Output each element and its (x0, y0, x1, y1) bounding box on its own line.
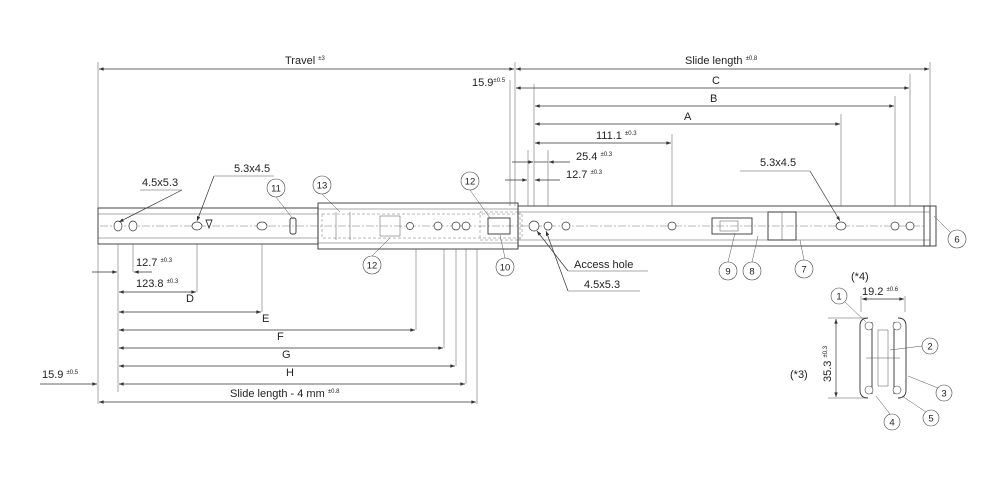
travel-label: Travel ±3 (285, 55, 326, 67)
callout-12-top (460, 171, 480, 191)
svg-text:13: 13 (317, 181, 328, 192)
dim-a: A (684, 111, 692, 123)
hole-53x45-right (835, 221, 847, 231)
callout-1 (830, 287, 848, 305)
callout-6 (947, 229, 967, 249)
callout-8 (742, 261, 762, 281)
callout-4 (883, 413, 901, 431)
callout-13 (312, 175, 332, 195)
dim-1111: 111.1 ±0.3 (596, 130, 637, 142)
note-3: (*3) (790, 369, 808, 381)
dim-f: F (277, 331, 284, 343)
svg-text:6: 6 (954, 235, 959, 246)
dim-c: C (712, 75, 720, 87)
dim-b: B (710, 93, 717, 105)
label-45x53-left: 4.5x5.3 (142, 177, 178, 189)
access-hole (528, 220, 540, 232)
svg-text:1: 1 (836, 292, 841, 303)
callout-2 (921, 337, 939, 355)
callout-3 (935, 384, 953, 402)
svg-text:10: 10 (500, 263, 511, 274)
label-access-hole: Access hole (574, 259, 633, 271)
dim-254: 25.4 ±0.3 (576, 151, 613, 163)
callout-9 (718, 261, 738, 281)
callout-7 (794, 259, 814, 279)
ball-bottom-left (864, 385, 874, 395)
hole-45x53-left (113, 220, 123, 232)
callout-5 (922, 409, 940, 427)
svg-text:5: 5 (928, 414, 933, 425)
offset-159-top: 15.9±0.5 (472, 77, 506, 89)
offset-159-bottom: 15.9 ±0.5 (42, 369, 79, 381)
latch-10 (487, 217, 511, 235)
cross-section: (*4) (*3) 19.2 ±0.6 35.3 ±0.3 1 2 3 (790, 271, 953, 431)
svg-text:3: 3 (941, 389, 946, 400)
svg-text:9: 9 (725, 267, 730, 278)
callout-11 (266, 178, 286, 198)
lever-9 (711, 217, 753, 235)
dim-1238: 123.8 ±0.3 (136, 278, 179, 290)
ball-top-right (892, 321, 902, 331)
svg-text:12: 12 (367, 261, 378, 272)
label-access-45x53: 4.5x5.3 (584, 279, 620, 291)
note-4: (*4) (851, 271, 869, 283)
ball-top-left (864, 321, 874, 331)
top-dimensions: Travel ±3 Slide length ±0.8 15.9±0.5 C B… (97, 55, 931, 208)
svg-text:4: 4 (889, 418, 894, 429)
slide-length-minus-4: Slide length - 4 mm ±0.8 (230, 388, 340, 400)
section-width: 19.2 ±0.6 (862, 286, 899, 298)
dim-127-top: 12.7 ±0.3 (566, 169, 603, 181)
callout-12-bottom (362, 255, 382, 275)
hole-leaders: 4.5x5.3 5.3x4.5 5.3x4.5 Access hole 4.5x… (118, 157, 841, 292)
dim-h: H (286, 367, 294, 379)
svg-text:8: 8 (749, 267, 754, 278)
slide-body (97, 202, 937, 250)
svg-text:2: 2 (927, 342, 932, 353)
ball-bottom-right (892, 385, 902, 395)
svg-text:7: 7 (801, 265, 806, 276)
bottom-dimensions: 12.7 ±0.3 123.8 ±0.3 D E F G H 15.9 ±0.5… (40, 244, 478, 404)
stopper-11 (289, 217, 297, 235)
section-height: 35.3 ±0.3 (822, 345, 834, 382)
label-53x45-left: 5.3x4.5 (234, 163, 270, 175)
dim-g: G (282, 349, 291, 361)
callout-10 (495, 257, 515, 277)
slide-length-label: Slide length ±0.8 (685, 55, 758, 67)
dim-d: D (186, 293, 194, 305)
svg-text:11: 11 (271, 184, 281, 195)
svg-text:12: 12 (465, 177, 476, 188)
dim-127-bottom: 12.7 ±0.3 (136, 257, 173, 269)
label-53x45-right: 5.3x4.5 (760, 157, 796, 169)
part-callouts: 11 13 12 12 10 9 8 7 6 (266, 171, 967, 281)
dim-e: E (262, 313, 269, 325)
